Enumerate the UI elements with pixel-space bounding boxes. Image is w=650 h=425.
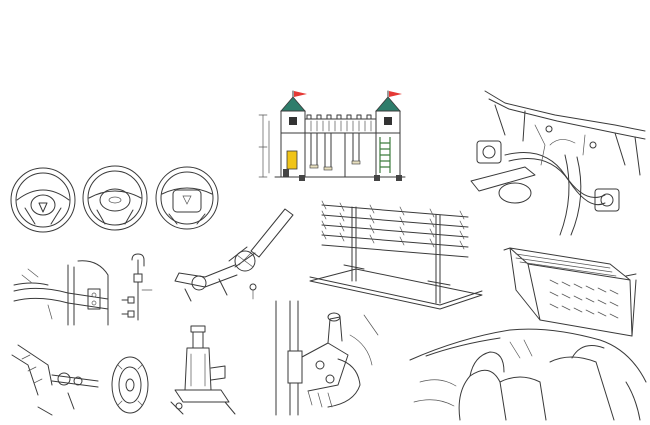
tower-roof-right bbox=[375, 96, 401, 112]
tower-roof-left bbox=[280, 96, 306, 112]
steering-wheel-1 bbox=[10, 167, 76, 233]
playground-castle bbox=[258, 90, 406, 181]
door-hinge-linkage bbox=[275, 300, 379, 416]
slide bbox=[286, 150, 298, 170]
engine-bay-harness bbox=[470, 90, 646, 236]
steering-wheel-3 bbox=[155, 166, 219, 230]
spare-tire-assembly bbox=[11, 344, 149, 416]
bottle-jack bbox=[170, 325, 236, 415]
door-sill-bracket bbox=[13, 260, 109, 326]
flag-right bbox=[389, 91, 402, 97]
bolt-callout bbox=[121, 253, 153, 321]
vehicle-interior bbox=[409, 328, 647, 421]
pipe-rack bbox=[309, 200, 483, 310]
wire-basket-bin bbox=[503, 247, 637, 337]
steering-shaft bbox=[174, 208, 294, 302]
steering-wheels bbox=[10, 165, 219, 233]
flag-left bbox=[294, 91, 307, 97]
steering-wheel-2 bbox=[82, 165, 148, 231]
